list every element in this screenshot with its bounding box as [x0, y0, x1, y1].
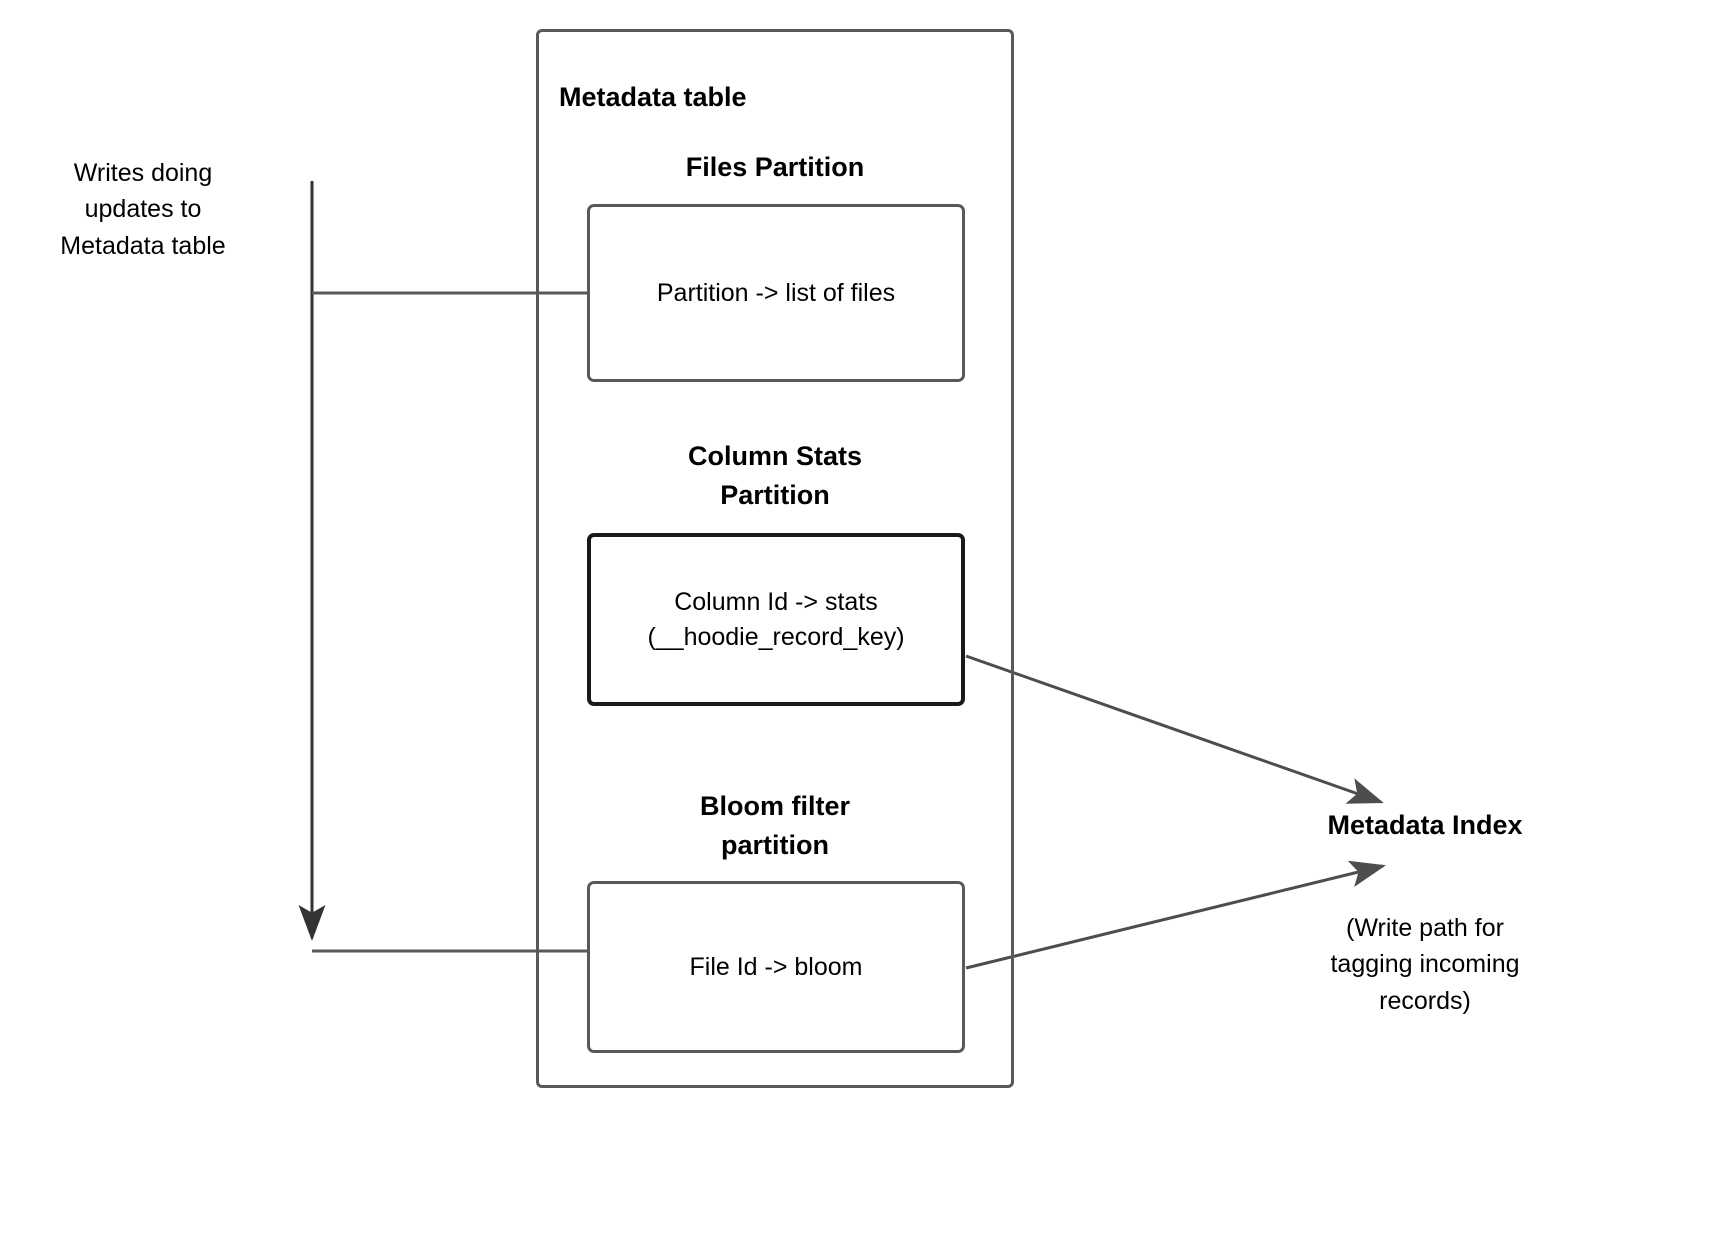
bloom-filter-partition-box-text: File Id -> bloom [689, 952, 863, 981]
bloom-filter-partition-box[interactable]: File Id -> bloom [587, 881, 965, 1053]
files-partition-box-text: Partition -> list of files [656, 278, 896, 307]
files-partition-box[interactable]: Partition -> list of files [587, 204, 965, 382]
metadata-table-container [536, 29, 1014, 1088]
column-stats-partition-heading: Column Stats Partition [687, 441, 862, 511]
connector-column-stats-to-metadata-index [965, 654, 1384, 804]
writes-doing-updates-label: Writes doing updates to Metadata table [60, 159, 226, 260]
metadata-index-title: Metadata Index [1327, 810, 1523, 840]
files-partition-heading: Files Partition [685, 152, 865, 182]
metadata-table-title: Metadata table [559, 82, 747, 112]
metadata-index-subtitle: (Write path for tagging incoming records… [1330, 914, 1520, 1015]
column-stats-partition-box[interactable]: Column Id -> stats (__hoodie_record_key) [587, 533, 965, 706]
bloom-filter-partition-heading: Bloom filter partition [699, 791, 850, 861]
column-stats-partition-box-text: Column Id -> stats (__hoodie_record_key) [647, 587, 905, 651]
